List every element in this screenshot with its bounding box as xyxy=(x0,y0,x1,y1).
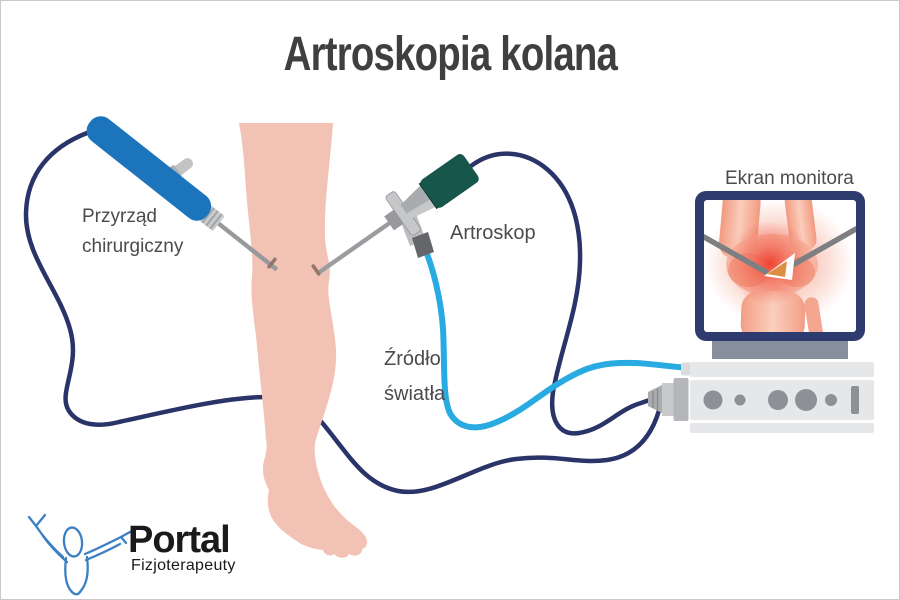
label-arthroscope: Artroskop xyxy=(450,222,536,244)
arthroscope-body xyxy=(420,154,479,208)
surgical-tool-cable xyxy=(23,130,664,495)
arthroscope-cable xyxy=(468,151,662,436)
person-arms-raised-icon xyxy=(27,513,132,596)
label-light-source: Źródło światła xyxy=(384,348,446,405)
arthroscope xyxy=(317,154,479,275)
label-monitor-screen: Ekran monitora xyxy=(725,168,854,189)
light-source-cable xyxy=(422,246,691,431)
endoscopy-console xyxy=(648,362,874,433)
surgical-instrument-body xyxy=(86,116,212,221)
arthroscope-shaft xyxy=(317,219,393,275)
screen-tool-left xyxy=(704,234,769,275)
surgical-instrument-shaft xyxy=(214,219,279,272)
incision-marks xyxy=(267,257,321,276)
cable-plug xyxy=(648,378,689,421)
monitor xyxy=(695,191,865,359)
console-knobs xyxy=(703,386,859,414)
screen-knee-image xyxy=(704,200,856,332)
surgical-instrument xyxy=(86,116,279,272)
logo-subtitle: Fizjoterapeuty xyxy=(131,557,236,574)
light-post xyxy=(412,232,434,258)
label-surgical-instrument: Przyrząd chirurgiczny xyxy=(82,206,184,257)
page-title: Artroskopia kolana xyxy=(1,27,899,82)
screen-tool-right xyxy=(786,226,856,270)
patient-leg xyxy=(239,123,368,558)
page-title-text: Artroskopia kolana xyxy=(283,28,617,81)
logo-name: Portal xyxy=(128,519,231,561)
